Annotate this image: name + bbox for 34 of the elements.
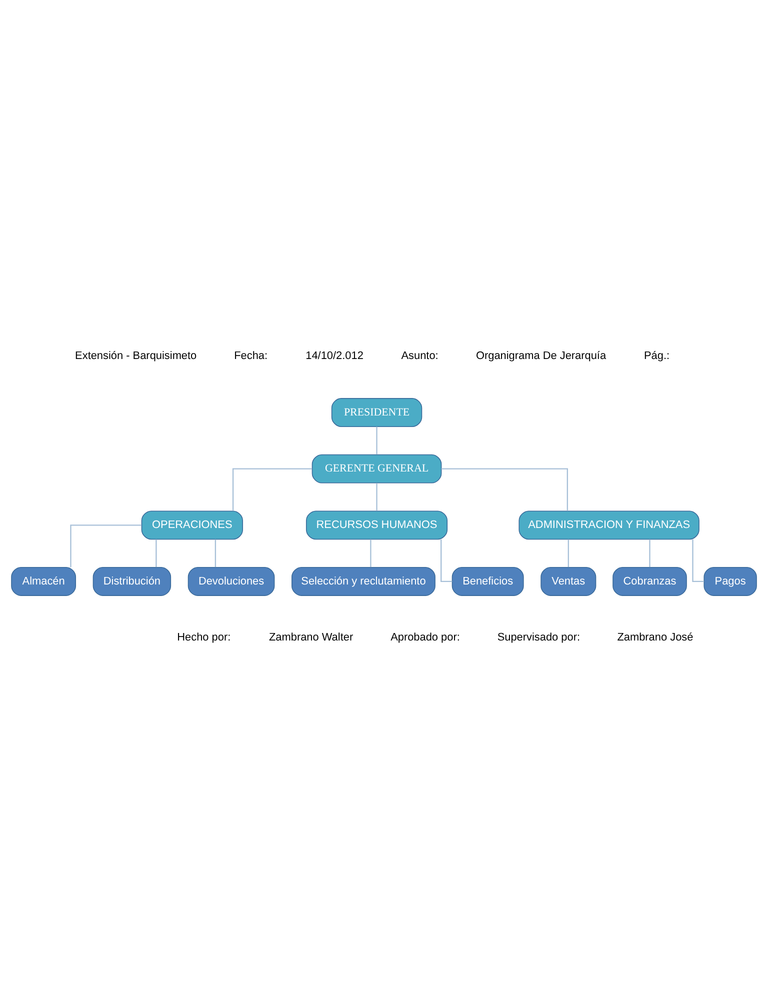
label: Asunto:	[401, 350, 438, 362]
label: Zambrano Walter	[269, 632, 354, 644]
label: Supervisado por:	[497, 632, 580, 644]
label: Fecha:	[234, 350, 268, 362]
connector	[649, 539, 650, 568]
connector	[370, 539, 372, 568]
label: Organigrama De Jerarquía	[476, 350, 606, 362]
node-box: Distribución	[92, 567, 172, 596]
label: Aprobado por:	[390, 632, 460, 644]
connector	[232, 468, 312, 511]
label: Pág.:	[644, 350, 670, 362]
label: Zambrano José	[617, 632, 694, 644]
node-box: RECURSOS HUMANOS	[306, 510, 448, 540]
label: Hecho por:	[177, 632, 231, 644]
connector	[70, 524, 142, 568]
node-box: Selección y reclutamiento	[292, 567, 436, 596]
connector	[376, 426, 378, 454]
connector	[568, 539, 569, 568]
node-box: Pagos	[704, 567, 757, 596]
node-box: Beneficios	[452, 567, 524, 596]
connector	[156, 539, 157, 568]
connector	[376, 483, 378, 511]
label: Extensión - Barquisimeto	[75, 350, 197, 362]
node-box: Devoluciones	[188, 567, 275, 596]
node-box: Almacén	[11, 567, 76, 596]
connector	[214, 539, 216, 568]
node-box: ADMINISTRACION Y FINANZAS	[518, 510, 700, 540]
label: 14/10/2.012	[306, 350, 364, 362]
node-box: Cobranzas	[612, 567, 687, 596]
node-box: Ventas	[540, 567, 596, 596]
node-box: PRESIDENTE	[331, 398, 422, 427]
connector	[441, 468, 568, 511]
node-box: GERENTE GENERAL	[312, 454, 442, 484]
node-box: OPERACIONES	[141, 510, 243, 540]
